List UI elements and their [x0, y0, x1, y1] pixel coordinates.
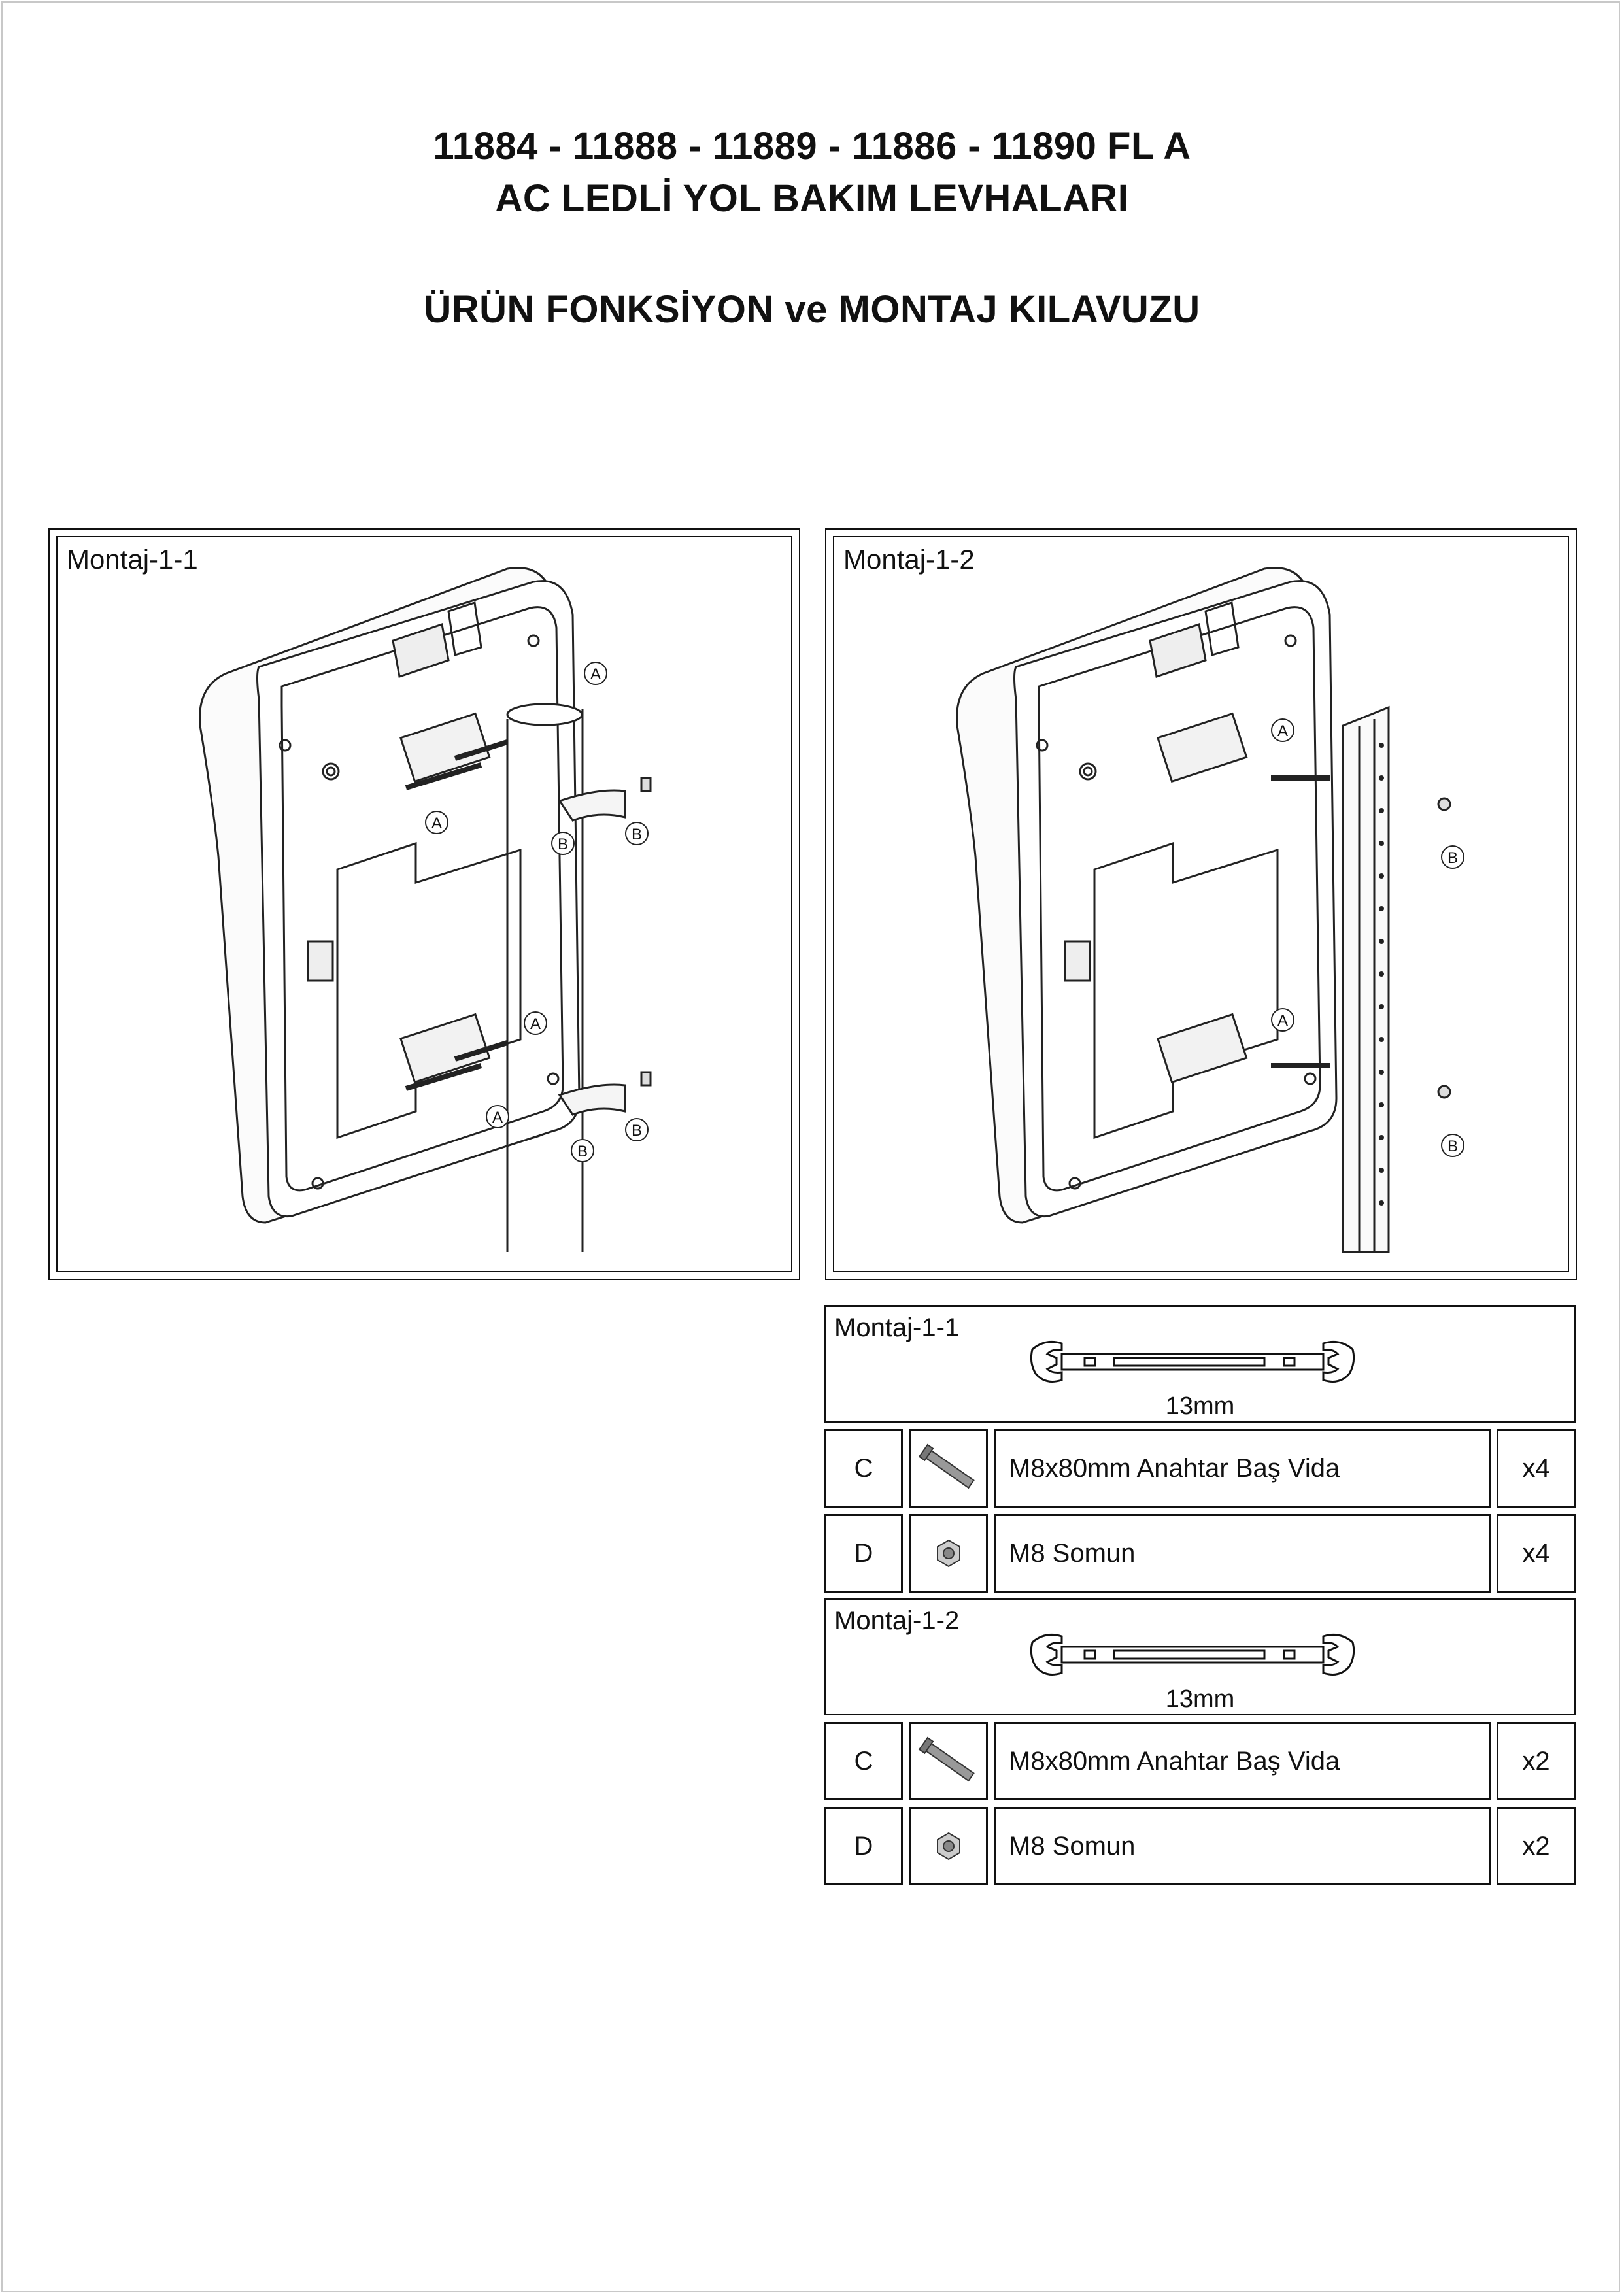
part-description-cell: M8x80mm Anahtar Baş Vida [994, 1722, 1491, 1800]
bolt-icon [918, 1443, 975, 1489]
svg-text:B: B [577, 1143, 588, 1160]
part-image-cell [909, 1722, 988, 1800]
part-code-cell: D [824, 1514, 903, 1593]
part-description: M8x80mm Anahtar Baş Vida [1009, 1453, 1340, 1483]
figure-label: Montaj-1-2 [843, 544, 975, 575]
svg-text:A: A [492, 1109, 503, 1126]
svg-text:A: A [431, 815, 442, 832]
nut-icon [937, 1832, 960, 1861]
part-quantity-cell: x2 [1497, 1807, 1576, 1885]
callout-b: B [625, 822, 649, 845]
part-description-cell: M8 Somun [994, 1807, 1491, 1885]
callout-a: A [584, 662, 607, 685]
part-code-cell: C [824, 1429, 903, 1508]
part-code: D [854, 1831, 873, 1861]
part-quantity: x2 [1522, 1831, 1550, 1861]
part-code: C [854, 1453, 873, 1483]
callout-b: B [571, 1139, 594, 1162]
callout-b: B [551, 832, 575, 855]
part-image-cell [909, 1514, 988, 1593]
callout-a: A [1271, 718, 1294, 742]
figure-montaj-1-2: Montaj-1-2 [825, 528, 1577, 1280]
figure-montaj-1-1: Montaj-1-1 [48, 528, 800, 1280]
part-quantity: x4 [1522, 1538, 1550, 1568]
parts-section-header: Montaj-1-1 13mm [824, 1305, 1576, 1423]
callout-b: B [1441, 1134, 1464, 1157]
part-quantity-cell: x2 [1497, 1722, 1576, 1800]
part-description: M8 Somun [1009, 1831, 1136, 1861]
svg-text:A: A [530, 1015, 541, 1033]
svg-text:A: A [1277, 1012, 1288, 1030]
part-code-cell: D [824, 1807, 903, 1885]
open-end-wrench-icon [1030, 1341, 1355, 1383]
title-models: 11884 - 11888 - 11889 - 11886 - 11890 FL… [433, 125, 1191, 167]
title-product: AC LEDLİ YOL BAKIM LEVHALARI [495, 177, 1129, 220]
part-quantity-cell: x4 [1497, 1514, 1576, 1593]
figure-frame [833, 536, 1569, 1272]
wrench-size: 13mm [1165, 1685, 1235, 1713]
svg-text:B: B [1447, 1138, 1458, 1155]
callout-a: A [1271, 1008, 1294, 1032]
callout-a: A [524, 1011, 547, 1035]
wrench-size: 13mm [1165, 1393, 1235, 1420]
svg-text:A: A [1277, 722, 1288, 740]
part-code-cell: C [824, 1722, 903, 1800]
section-label: Montaj-1-1 [834, 1313, 960, 1342]
part-description: M8x80mm Anahtar Baş Vida [1009, 1746, 1340, 1776]
callout-b: B [625, 1118, 649, 1141]
callout-b: B [1441, 845, 1464, 869]
section-label: Montaj-1-2 [834, 1606, 960, 1635]
figure-label: Montaj-1-1 [67, 544, 198, 575]
svg-text:B: B [1447, 849, 1458, 867]
parts-section-header: Montaj-1-2 13mm [824, 1598, 1576, 1715]
svg-text:B: B [558, 836, 568, 853]
part-quantity: x4 [1522, 1453, 1550, 1483]
figure-frame [56, 536, 792, 1272]
title-guide: ÜRÜN FONKSİYON ve MONTAJ KILAVUZU [424, 288, 1200, 331]
part-image-cell [909, 1807, 988, 1885]
callout-a: A [425, 811, 448, 834]
svg-text:B: B [632, 826, 642, 843]
svg-text:B: B [632, 1122, 642, 1140]
callout-a: A [486, 1105, 509, 1128]
part-quantity-cell: x4 [1497, 1429, 1576, 1508]
sign-on-round-pole-drawing: A A A A B B B B [199, 567, 652, 1252]
part-description-cell: M8x80mm Anahtar Baş Vida [994, 1429, 1491, 1508]
part-code: C [854, 1746, 873, 1776]
part-description-cell: M8 Somun [994, 1514, 1491, 1593]
svg-text:A: A [590, 666, 601, 683]
nut-icon [937, 1539, 960, 1568]
part-quantity: x2 [1522, 1746, 1550, 1776]
open-end-wrench-icon [1030, 1634, 1355, 1676]
sign-on-profile-post-drawing: A A B B [956, 567, 1464, 1253]
part-description: M8 Somun [1009, 1538, 1136, 1568]
part-code: D [854, 1538, 873, 1568]
bolt-icon [918, 1736, 975, 1782]
part-image-cell [909, 1429, 988, 1508]
